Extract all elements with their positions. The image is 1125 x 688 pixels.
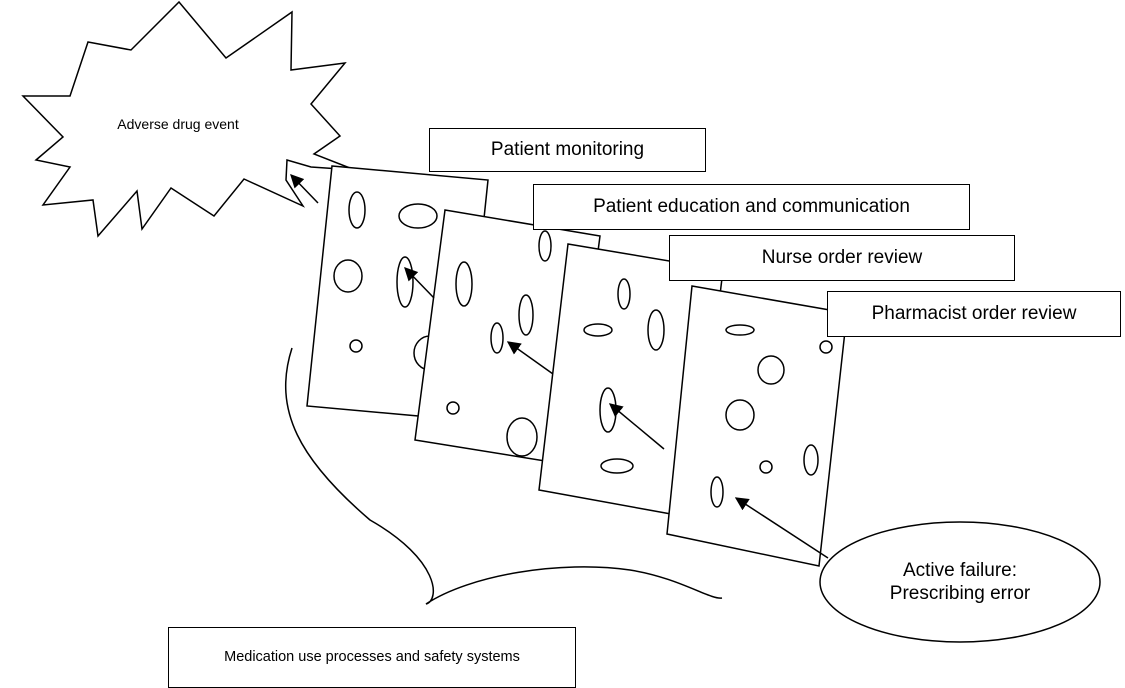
hole [760,461,772,473]
hole [539,231,551,261]
active-failure-line2: Prescribing error [880,583,1040,606]
hole [519,295,533,335]
layer-label-nurse-order-review: Nurse order review [669,235,1015,281]
hole [447,402,459,414]
adverse-event-label: Adverse drug event [108,116,248,132]
hole [350,340,362,352]
hole [601,459,633,473]
hole [726,325,754,335]
active-failure-line1: Active failure: [880,560,1040,583]
hole [804,445,818,475]
hole [397,257,413,307]
layer-pharmacist-order-review [667,286,847,566]
hole [758,356,784,384]
hole [584,324,612,336]
hole [334,260,362,292]
hole [618,279,630,309]
layer-label-patient-monitoring: Patient monitoring [429,128,706,172]
hole [507,418,537,456]
hole [491,323,503,353]
system-label: Medication use processes and safety syst… [168,627,576,688]
hole [726,400,754,430]
hole [711,477,723,507]
hole [820,341,832,353]
hole [399,204,437,228]
hole [456,262,472,306]
active-failure-label: Active failure: Prescribing error [880,560,1040,606]
layer-label-patient-education: Patient education and communication [533,184,970,230]
hole [349,192,365,228]
hole [648,310,664,350]
layer-label-pharmacist-order-review: Pharmacist order review [827,291,1121,337]
hole [600,388,616,432]
